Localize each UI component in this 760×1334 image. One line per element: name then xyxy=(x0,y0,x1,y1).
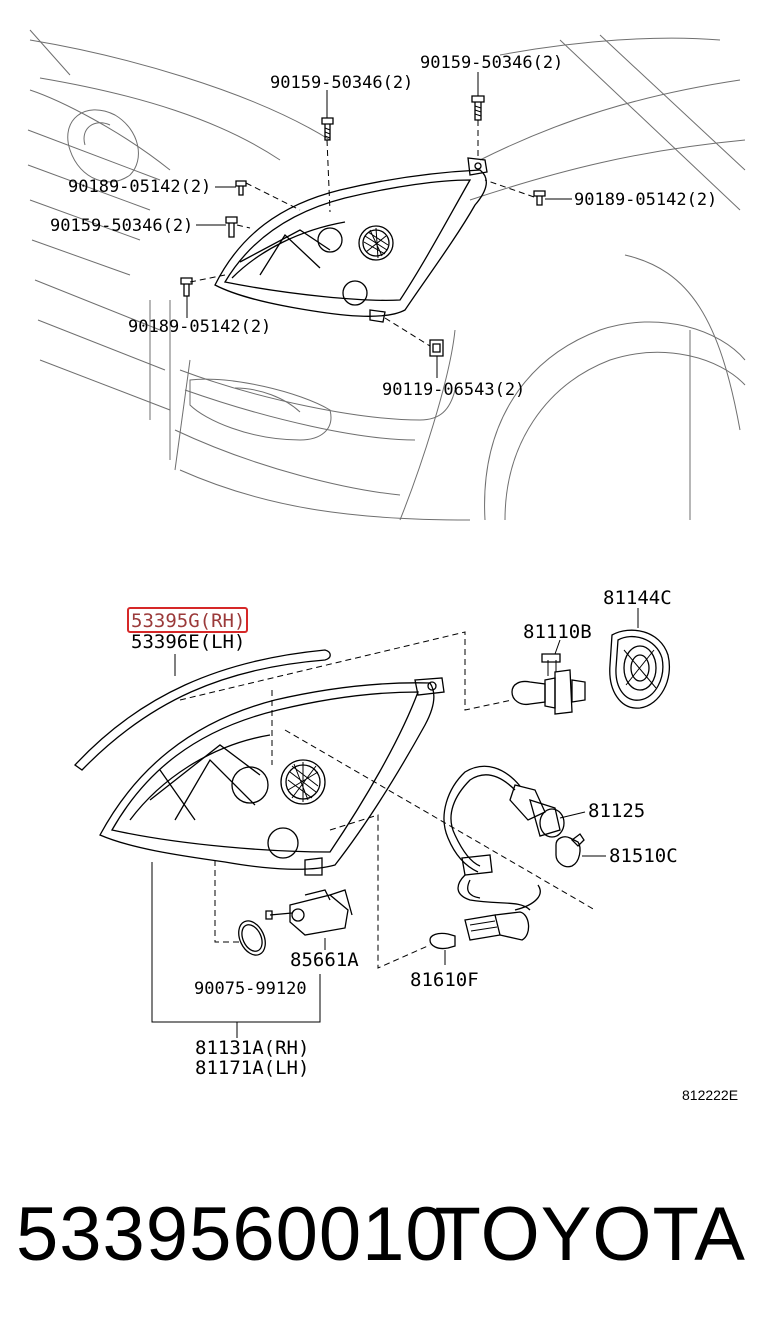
label-actuator: 85661A xyxy=(290,949,359,971)
o-ring-icon xyxy=(238,920,266,956)
bulb-cover-icon xyxy=(609,629,670,709)
part-number: 5339560010 xyxy=(16,1192,449,1277)
wedge-socket-icon xyxy=(464,884,541,941)
label-small-bulb: 81510C xyxy=(609,845,678,867)
label-clip: 90119-06543(2) xyxy=(382,380,525,400)
headlamp-top xyxy=(214,157,488,323)
label-unit-lh: 81171A(LH) xyxy=(195,1057,309,1079)
label-screw-right: 90189-05142(2) xyxy=(574,190,717,210)
label-bolt-left: 90159-50346(2) xyxy=(50,216,193,236)
assembly-dashed-lines xyxy=(179,631,596,969)
molding-strip xyxy=(74,649,331,771)
unit-bracket xyxy=(151,862,321,1038)
label-molding-lh: 53396E(LH) xyxy=(131,631,245,653)
small-bulb-icon xyxy=(555,833,585,868)
label-highlighted-part: 53395G(RH) xyxy=(131,610,245,632)
bolt-icon xyxy=(225,216,238,238)
label-bolt-a: 90159-50346(2) xyxy=(270,73,413,93)
screw-icon xyxy=(235,180,247,196)
headlamp-bulb-icon xyxy=(511,653,586,715)
label-wedge-bulb: 81610F xyxy=(410,969,479,991)
label-socket: 81125 xyxy=(588,800,645,822)
part-footer: 5339560010 TOYOTA xyxy=(0,1180,760,1290)
socket-harness-icon xyxy=(443,765,565,911)
top-labels: 90159-50346(2) 90159-50346(2) 90189-0514… xyxy=(50,53,717,400)
bolt-icon xyxy=(471,95,485,121)
label-unit-rh: 81131A(RH) xyxy=(195,1037,309,1059)
screw-icon xyxy=(533,190,546,206)
label-bulb-cover: 81144C xyxy=(603,587,672,609)
screw-icon xyxy=(180,277,193,297)
diagram-canvas: 90159-50346(2) 90159-50346(2) 90189-0514… xyxy=(27,29,746,1103)
label-bulb-main: 81110B xyxy=(523,621,592,643)
wedge-bulb-icon xyxy=(429,932,456,950)
figure-code: 812222E xyxy=(682,1087,738,1103)
label-screw-left-lower: 90189-05142(2) xyxy=(128,317,271,337)
brand-name: TOYOTA xyxy=(434,1192,746,1277)
highlight-box xyxy=(127,607,248,633)
top-leader-lines xyxy=(186,72,572,378)
leveling-actuator-icon xyxy=(265,889,353,936)
vehicle-outline xyxy=(27,29,746,521)
label-bolt-b: 90159-50346(2) xyxy=(420,53,563,73)
label-gasket: 90075-99120 xyxy=(194,979,307,999)
clip-icon xyxy=(429,339,444,357)
label-screw-left-upper: 90189-05142(2) xyxy=(68,177,211,197)
headlamp-exploded xyxy=(99,677,445,876)
